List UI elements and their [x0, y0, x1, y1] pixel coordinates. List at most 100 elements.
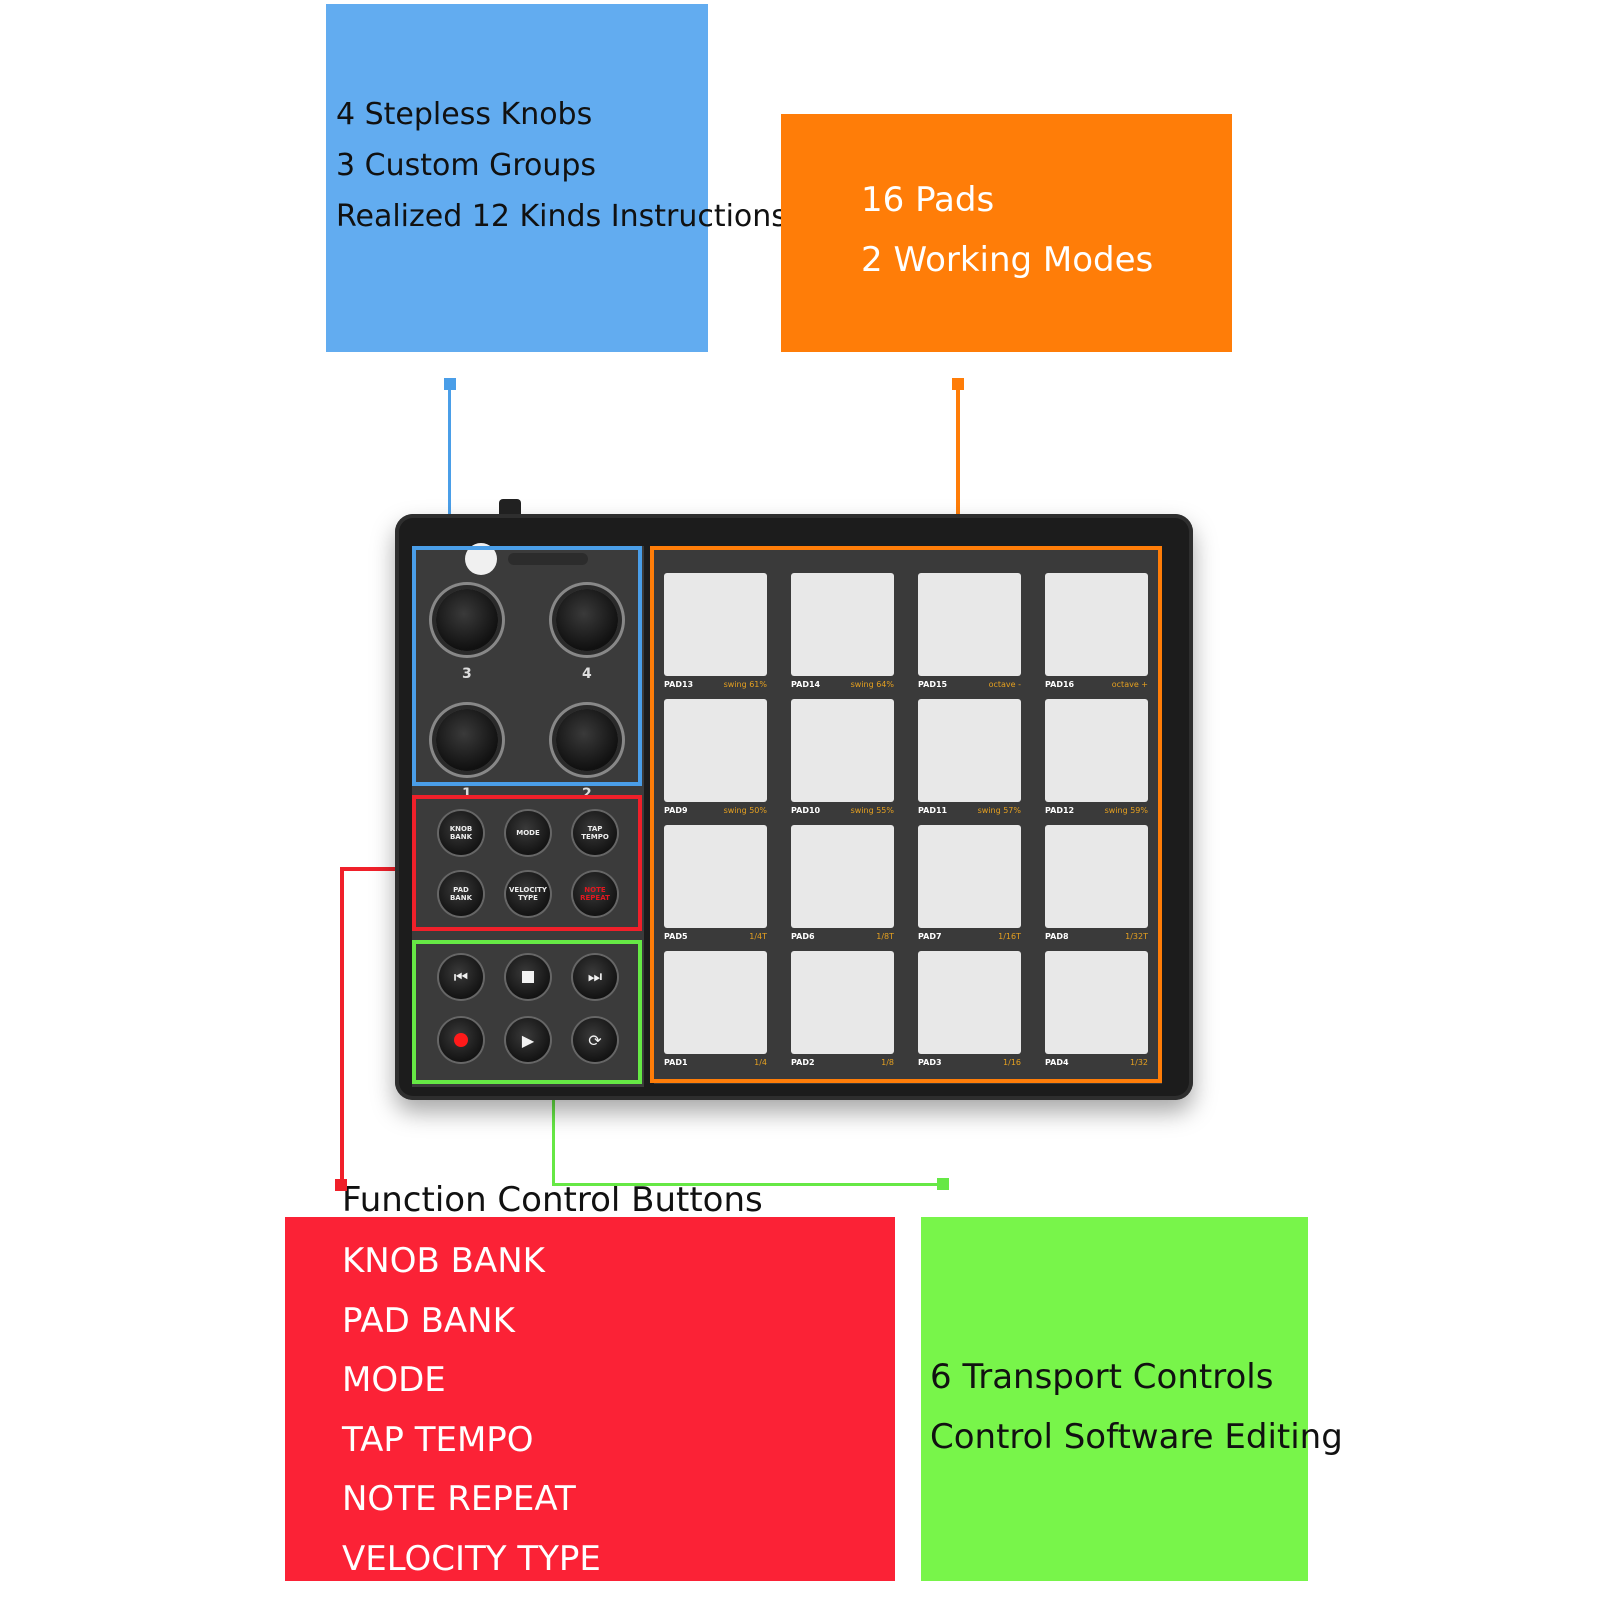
pad-label: PAD16 — [1045, 680, 1075, 689]
function-highlight-outline — [412, 795, 642, 931]
record-button[interactable] — [439, 1018, 483, 1062]
pad[interactable] — [918, 825, 1021, 928]
pad[interactable] — [791, 573, 894, 676]
function-line-1: KNOB BANK — [342, 1241, 545, 1281]
pad[interactable] — [664, 699, 767, 802]
knobs-callout-text: 4 Stepless Knobs 3 Custom Groups Realize… — [336, 89, 787, 242]
pad[interactable] — [664, 573, 767, 676]
pad-label: PAD12 — [1045, 806, 1075, 815]
function-line-4: TAP TEMPO — [342, 1419, 534, 1460]
knob-4-label: 4 — [582, 666, 592, 682]
pad[interactable] — [664, 825, 767, 928]
pad[interactable] — [918, 951, 1021, 1054]
pad-function-label: octave + — [1111, 680, 1148, 689]
transport-callout-box — [921, 1217, 1308, 1581]
fast-forward-icon: ⏭ — [587, 967, 603, 986]
pad-label: PAD9 — [664, 806, 688, 815]
pads-highlight-outline — [650, 546, 1162, 1083]
pad-label: PAD2 — [791, 1058, 815, 1067]
function-connector-vertical — [340, 867, 344, 1187]
volume-knob — [499, 499, 521, 517]
pad-function-label: 1/8 — [881, 1058, 894, 1067]
knobs-line-1: 4 Stepless Knobs — [336, 97, 593, 132]
pad-function-label: 1/8T — [876, 932, 894, 941]
function-callout-heading: Function Control Buttons — [342, 1180, 763, 1220]
pads-line-2: 2 Working Modes — [861, 240, 1154, 280]
knobs-line-3: Realized 12 Kinds Instructions — [336, 199, 787, 234]
function-connector-dot — [335, 1179, 347, 1191]
pad-label: PAD4 — [1045, 1058, 1069, 1067]
pad[interactable] — [791, 825, 894, 928]
knobs-connector-line — [448, 384, 451, 550]
rewind-icon: ⏮ — [453, 967, 469, 986]
pad-function-label: swing 50% — [723, 806, 767, 815]
pad[interactable] — [1045, 951, 1148, 1054]
pad-function-label: swing 64% — [850, 680, 894, 689]
pads-connector-line — [956, 384, 960, 548]
pads-callout-box — [781, 114, 1232, 352]
pad-label: PAD15 — [918, 680, 948, 689]
pad-label: PAD3 — [918, 1058, 942, 1067]
stop-button[interactable] — [506, 955, 550, 999]
pad-label: PAD10 — [791, 806, 821, 815]
loop-button[interactable]: ⟳ — [573, 1018, 617, 1062]
pad-function-label: 1/16 — [1003, 1058, 1021, 1067]
pad-function-label: swing 55% — [850, 806, 894, 815]
function-line-6: VELOCITY TYPE — [342, 1538, 601, 1579]
function-line-2: PAD BANK — [342, 1300, 515, 1341]
knob-2[interactable] — [556, 709, 618, 771]
pad[interactable] — [1045, 699, 1148, 802]
fast-forward-button[interactable]: ⏭ — [573, 955, 617, 999]
rewind-button[interactable]: ⏮ — [439, 955, 483, 999]
pad-label: PAD7 — [918, 932, 942, 941]
function-callout-box — [285, 1217, 895, 1581]
display-slot — [508, 553, 588, 565]
mode-button[interactable]: MODE — [506, 811, 550, 855]
record-icon — [454, 1033, 468, 1047]
transport-callout-text: 6 Transport Controls Control Software Ed… — [930, 1347, 1343, 1467]
knob-1-label: 1 — [462, 786, 472, 802]
knobs-highlight-outline — [412, 546, 642, 786]
pad-label: PAD5 — [664, 932, 688, 941]
pad[interactable] — [1045, 573, 1148, 676]
pad[interactable] — [918, 573, 1021, 676]
pad[interactable] — [791, 951, 894, 1054]
pad-function-label: octave - — [988, 680, 1021, 689]
transport-connector-vertical — [552, 1082, 555, 1186]
pad-function-label: 1/4 — [754, 1058, 767, 1067]
function-connector-horizontal — [340, 867, 416, 871]
pad[interactable] — [918, 699, 1021, 802]
pads-callout-text: 16 Pads 2 Working Modes — [861, 170, 1153, 290]
pad[interactable] — [791, 699, 894, 802]
knob-2-label: 2 — [582, 786, 592, 802]
pad-label: PAD6 — [791, 932, 815, 941]
pad-function-label: 1/32T — [1125, 932, 1148, 941]
pad[interactable] — [1045, 825, 1148, 928]
knobs-callout-box — [326, 4, 708, 352]
pad-function-label: swing 57% — [977, 806, 1021, 815]
pad-label: PAD8 — [1045, 932, 1069, 941]
play-icon: ▶ — [521, 1030, 535, 1050]
pad-label: PAD14 — [791, 680, 821, 689]
pad-function-label: 1/32 — [1130, 1058, 1148, 1067]
knob-3-label: 3 — [462, 666, 472, 682]
pad-function-label: 1/4T — [749, 932, 767, 941]
pad-label: PAD11 — [918, 806, 948, 815]
play-button[interactable]: ▶ — [506, 1018, 550, 1062]
knob-3[interactable] — [436, 589, 498, 651]
loop-icon: ⟳ — [588, 1030, 602, 1050]
stop-icon — [522, 971, 534, 983]
pad-label: PAD1 — [664, 1058, 688, 1067]
transport-connector-horizontal — [552, 1183, 943, 1186]
knob-1[interactable] — [436, 709, 498, 771]
pad[interactable] — [664, 951, 767, 1054]
pad-label: PAD13 — [664, 680, 694, 689]
knob-4[interactable] — [556, 589, 618, 651]
function-callout-text: KNOB BANK PAD BANK MODE TAP TEMPO NOTE R… — [342, 1232, 601, 1589]
transport-line-2: Control Software Editing — [930, 1417, 1343, 1457]
